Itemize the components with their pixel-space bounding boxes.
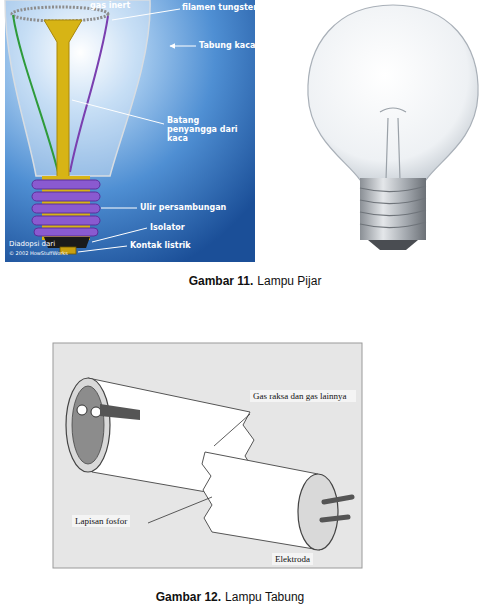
part-label: Isolator xyxy=(150,223,185,232)
source-note: Diadopsi dari xyxy=(9,240,55,248)
part-label: Ulir persambungan xyxy=(140,203,226,212)
part-label: filamen tungsten xyxy=(182,3,259,12)
part-label: Tabung kaca xyxy=(199,41,255,50)
part-label: Lapisan fosfor xyxy=(72,515,130,527)
figure-caption: Lampu Tabung xyxy=(225,591,304,605)
part-label: Batang penyangga dari kaca xyxy=(167,116,249,144)
figure-caption: Lampu Pijar xyxy=(257,275,321,289)
tube-cutaway xyxy=(53,343,362,568)
figure-number: Gambar 12. xyxy=(156,591,221,605)
figure-number: Gambar 11. xyxy=(189,275,254,289)
part-label: Gas raksa dan gas lainnya xyxy=(250,390,356,402)
part-label: Kontak listrik xyxy=(130,241,191,250)
bulb-cutaway xyxy=(5,0,255,262)
part-label: Elektroda xyxy=(272,553,313,565)
part-label: gas inert xyxy=(90,1,130,10)
bulb-photo xyxy=(308,5,478,250)
copyright-note: © 2002 HowStuffWorks xyxy=(9,251,68,257)
